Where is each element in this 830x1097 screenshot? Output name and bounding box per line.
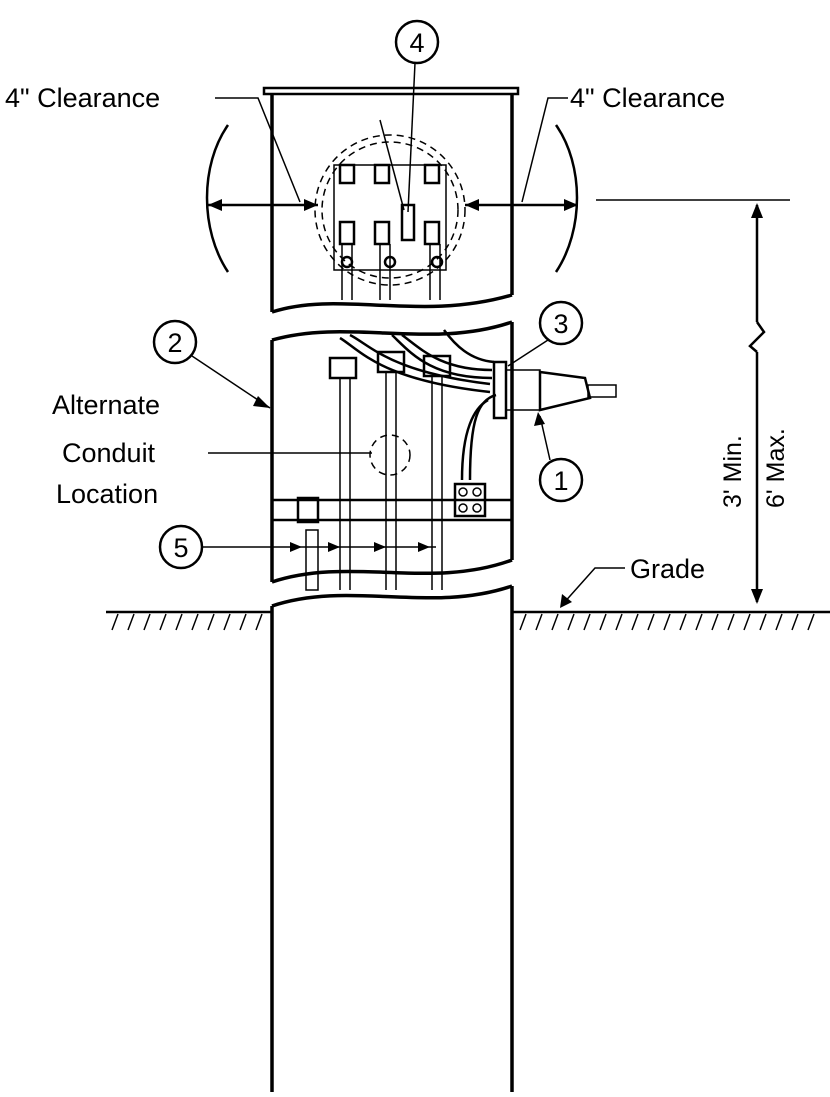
alternate-conduit-label-line1: Alternate — [52, 390, 160, 420]
clearance-leaders — [215, 97, 568, 203]
callout-1-arrow-head — [534, 412, 545, 426]
grade-ground-left — [106, 610, 272, 631]
callout-2-circle — [152, 319, 198, 365]
height-min-label: 3' Min. — [719, 435, 747, 508]
clearance-label-left: 4" Clearance — [5, 83, 160, 113]
callout-1-circle — [538, 457, 584, 503]
alternate-conduit-label-line2: Conduit — [62, 438, 156, 468]
pedestal-lower — [270, 584, 514, 1092]
pedestal-upper — [262, 86, 520, 314]
height-max-label: 6' Max. — [762, 428, 790, 508]
grade-label: Grade — [630, 554, 705, 584]
grade-leader — [561, 567, 625, 606]
height-dimension — [748, 203, 766, 604]
callout-1: 1 — [553, 466, 568, 496]
clearance-arrow-right — [465, 199, 578, 211]
callout-5-arrows — [202, 542, 436, 552]
alternate-conduit-location — [369, 434, 411, 476]
callout-3-circle — [538, 300, 584, 346]
callout-4-leader-b — [379, 119, 405, 211]
callout-3: 3 — [553, 309, 568, 339]
callout-2: 2 — [167, 328, 182, 358]
callout-3-leader — [507, 339, 549, 367]
ground-bus — [270, 482, 514, 591]
clearance-arcs — [205, 124, 579, 273]
grade-arrow-head — [560, 594, 572, 608]
callout-5: 5 — [173, 533, 188, 563]
conductors — [328, 329, 495, 590]
callout-4-leader — [407, 62, 416, 213]
cable-fitting — [460, 360, 617, 481]
pedestal-middle — [270, 320, 514, 584]
clearance-label-right: 4" Clearance — [570, 83, 725, 113]
alternate-conduit-label-line3: Location — [56, 479, 158, 509]
clearance-arrow-left — [208, 199, 318, 211]
grade-ground-right — [512, 610, 830, 631]
callout-2-arrow-head — [253, 396, 270, 408]
meter-socket — [314, 134, 466, 300]
callout-4-circle — [394, 19, 440, 65]
callout-4: 4 — [409, 28, 424, 58]
